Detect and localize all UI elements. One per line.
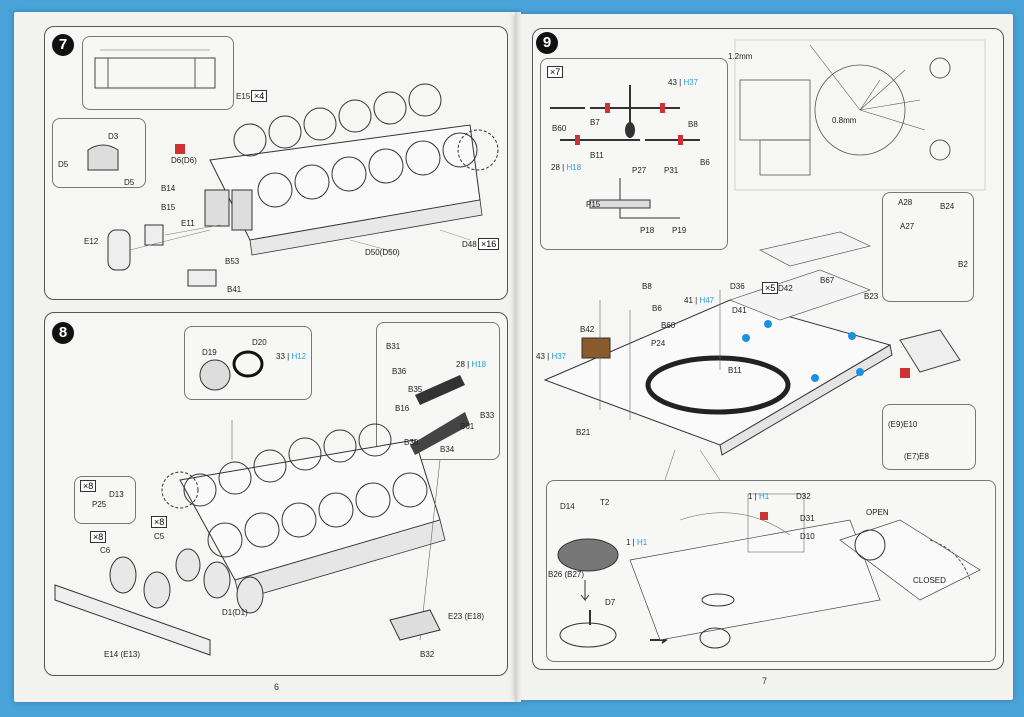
label-p31: P31: [664, 166, 679, 175]
label-b33: B33: [480, 411, 495, 420]
label-d31: D31: [800, 514, 815, 523]
label-d20: D20: [252, 338, 267, 347]
label-d7: D7: [605, 598, 616, 607]
label-d6: D6(D6): [171, 156, 197, 165]
label-d5-right: D5: [124, 178, 135, 187]
label-closed: CLOSED: [913, 576, 946, 585]
label-b8: B8: [688, 120, 698, 129]
step8-ring-detail: [184, 326, 312, 400]
label-b36: B36: [392, 367, 407, 376]
label-p24: P24: [651, 339, 666, 348]
wire-0-8mm: 0.8mm: [832, 116, 857, 125]
label-d10: D10: [800, 532, 815, 541]
paint-28-r: 28 | H18: [551, 163, 582, 172]
label-a27: A27: [900, 222, 915, 231]
label-d41: D41: [732, 306, 747, 315]
label-b67: B67: [820, 276, 835, 285]
label-p19: P19: [672, 226, 687, 235]
label-open: OPEN: [866, 508, 889, 517]
label-e11: E11: [181, 219, 195, 228]
paint-43: 43 | H37: [668, 78, 699, 87]
step7-top-detail: [82, 36, 234, 110]
label-b21: B21: [576, 428, 591, 437]
paint-1: 1 | H1: [626, 538, 648, 547]
label-b41: B41: [227, 285, 242, 294]
label-p27: P27: [632, 166, 647, 175]
label-b61: B61: [460, 422, 475, 431]
label-e8: (E7)E8: [904, 452, 929, 461]
label-b6: B6: [700, 158, 710, 167]
label-b14: B14: [161, 184, 176, 193]
label-d19: D19: [202, 348, 217, 357]
qty-7: ×7: [547, 66, 564, 78]
paint-43b: 43 | H37: [536, 352, 567, 361]
step9-badge: 9: [536, 32, 558, 54]
qty-8c: ×8: [90, 531, 107, 543]
label-c6: C6: [100, 546, 111, 555]
label-d5-left: D5: [58, 160, 69, 169]
qty-5: ×5: [762, 282, 779, 294]
label-b53: B53: [225, 257, 240, 266]
label-d14: D14: [560, 502, 575, 511]
label-b26: B26 (B27): [548, 570, 585, 579]
label-d3: D3: [108, 132, 119, 141]
label-d1: D1(D1): [222, 608, 248, 617]
step7-badge: 7: [52, 34, 74, 56]
page-spine: [515, 12, 521, 702]
paint-28: 28 | H18: [456, 360, 487, 369]
paint-33: 33 | H12: [276, 352, 307, 361]
label-b60: B60: [552, 124, 567, 133]
label-d48: D48: [462, 240, 477, 249]
label-d36: D36: [730, 282, 745, 291]
label-b42: B42: [580, 325, 595, 334]
wire-1-2mm: 1.2mm: [728, 52, 753, 61]
label-b2: B2: [958, 260, 968, 269]
right-page-number: 7: [762, 676, 768, 686]
label-b11: B11: [590, 151, 604, 160]
label-a28: A28: [898, 198, 913, 207]
step9-e10-detail: [882, 404, 976, 470]
qty-e15: ×4: [251, 90, 268, 102]
label-e15: E15: [236, 92, 251, 101]
label-b15: B15: [161, 203, 176, 212]
label-e12: E12: [84, 237, 99, 246]
qty-8a: ×8: [80, 480, 97, 492]
label-b34: B34: [440, 445, 455, 454]
label-p18: P18: [640, 226, 655, 235]
label-t2: T2: [600, 498, 610, 507]
label-p25: P25: [92, 500, 107, 509]
label-c5: C5: [154, 532, 165, 541]
label-b7: B7: [590, 118, 600, 127]
label-d50: D50(D50): [365, 248, 400, 257]
label-p15: P15: [586, 200, 601, 209]
label-e23: E23 (E18): [448, 612, 485, 621]
qty-d48: ×16: [478, 238, 500, 250]
label-d42: D42: [778, 284, 793, 293]
label-b23: B23: [864, 292, 879, 301]
label-b30: B30: [404, 438, 419, 447]
step8-badge: 8: [52, 322, 74, 344]
label-b6b: B6: [652, 304, 662, 313]
label-e14: E14 (E13): [104, 650, 141, 659]
label-d13: D13: [109, 490, 124, 499]
label-b35: B35: [408, 385, 423, 394]
label-b31: B31: [386, 342, 401, 351]
label-b32: B32: [420, 650, 435, 659]
paint-1b: 1 | H1: [748, 492, 770, 501]
step9-a28-detail: [882, 192, 974, 302]
label-b16: B16: [395, 404, 410, 413]
label-b11b: B11: [728, 366, 742, 375]
qty-8b: ×8: [151, 516, 168, 528]
label-b24: B24: [940, 202, 955, 211]
paint-41: 41 | H47: [684, 296, 715, 305]
label-d32: D32: [796, 492, 811, 501]
label-b8b: B8: [642, 282, 652, 291]
label-e10: (E9)E10: [888, 420, 918, 429]
label-b60b: B60: [661, 321, 676, 330]
left-page-number: 6: [274, 682, 280, 692]
